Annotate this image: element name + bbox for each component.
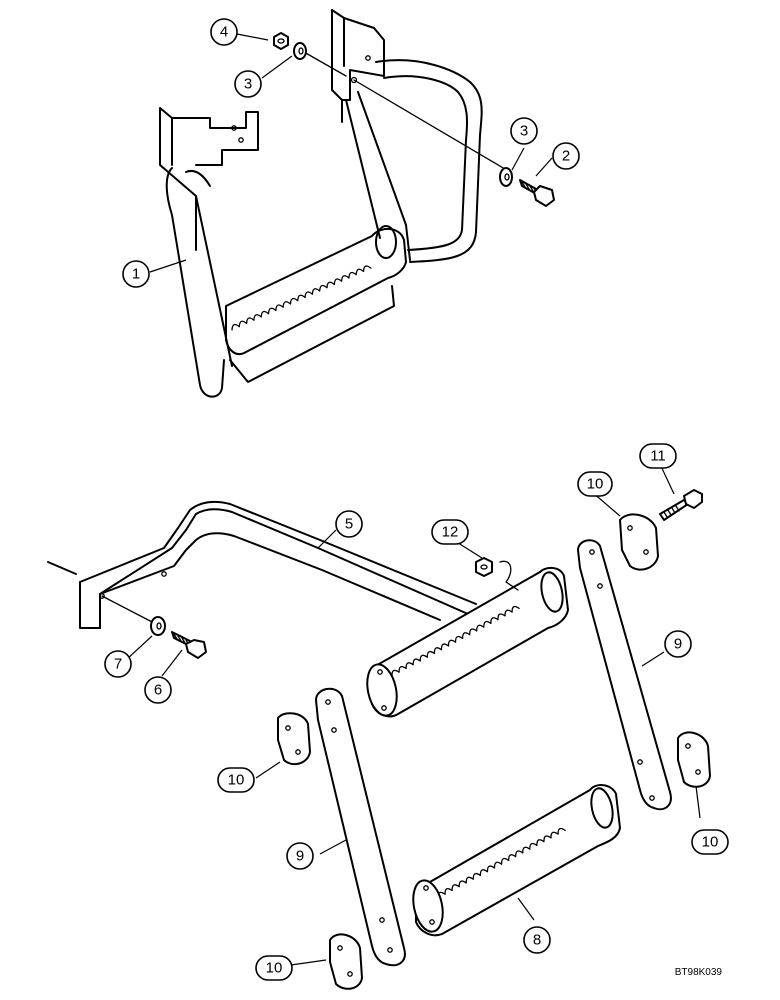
callout-3-upper: 3 (234, 70, 262, 98)
callout-10-left: 10 (217, 767, 255, 793)
callout-6: 6 (144, 676, 172, 704)
svg-text:4: 4 (220, 24, 228, 41)
svg-text:10: 10 (702, 834, 719, 851)
figure-code: BT98K039 (675, 967, 723, 978)
shim-10-bottom (329, 933, 363, 990)
svg-text:5: 5 (345, 516, 353, 533)
svg-text:9: 9 (296, 848, 304, 865)
svg-text:3: 3 (244, 76, 252, 93)
svg-text:12: 12 (442, 524, 459, 541)
svg-text:2: 2 (562, 148, 570, 165)
lower-step-upper (366, 560, 569, 718)
callout-3-lower: 3 (510, 117, 538, 145)
svg-text:3: 3 (520, 123, 528, 140)
bolt-2 (519, 179, 555, 207)
shim-10-right (677, 731, 711, 788)
bolt-6 (171, 631, 207, 659)
bolt-11 (659, 489, 703, 521)
callout-5: 5 (335, 510, 363, 538)
svg-text:9: 9 (674, 636, 682, 653)
shim-10-top-right (619, 513, 659, 571)
callout-1: 1 (122, 260, 150, 288)
upper-step-assembly (159, 9, 511, 398)
callout-10-right: 10 (691, 829, 729, 855)
nut-4 (273, 32, 289, 50)
callout-4: 4 (210, 18, 238, 46)
svg-text:11: 11 (650, 448, 666, 465)
callout-12: 12 (431, 519, 469, 545)
callout-9-right: 9 (664, 630, 692, 658)
washer-7 (150, 616, 166, 636)
lower-frame-bracket (47, 501, 477, 647)
callout-11: 11 (639, 443, 677, 469)
svg-text:1: 1 (132, 266, 140, 283)
shim-10-left (277, 712, 311, 766)
svg-text:8: 8 (533, 932, 541, 949)
side-bar-9-left (315, 687, 406, 967)
lower-step-8 (412, 784, 621, 937)
svg-text:10: 10 (587, 476, 604, 493)
callout-8: 8 (523, 926, 551, 954)
side-bar-9-right (577, 539, 672, 811)
nut-12 (475, 557, 493, 577)
washer-3-upper (293, 42, 307, 60)
callout-2: 2 (552, 142, 580, 170)
svg-text:10: 10 (228, 772, 245, 789)
svg-text:7: 7 (114, 656, 122, 673)
washer-3-lower (499, 167, 513, 187)
callout-10-top: 10 (577, 471, 613, 497)
svg-text:10: 10 (266, 960, 283, 977)
callout-10-bottom: 10 (255, 955, 293, 981)
callout-9-left: 9 (286, 842, 314, 870)
callout-7: 7 (104, 650, 132, 678)
svg-text:6: 6 (154, 682, 162, 699)
